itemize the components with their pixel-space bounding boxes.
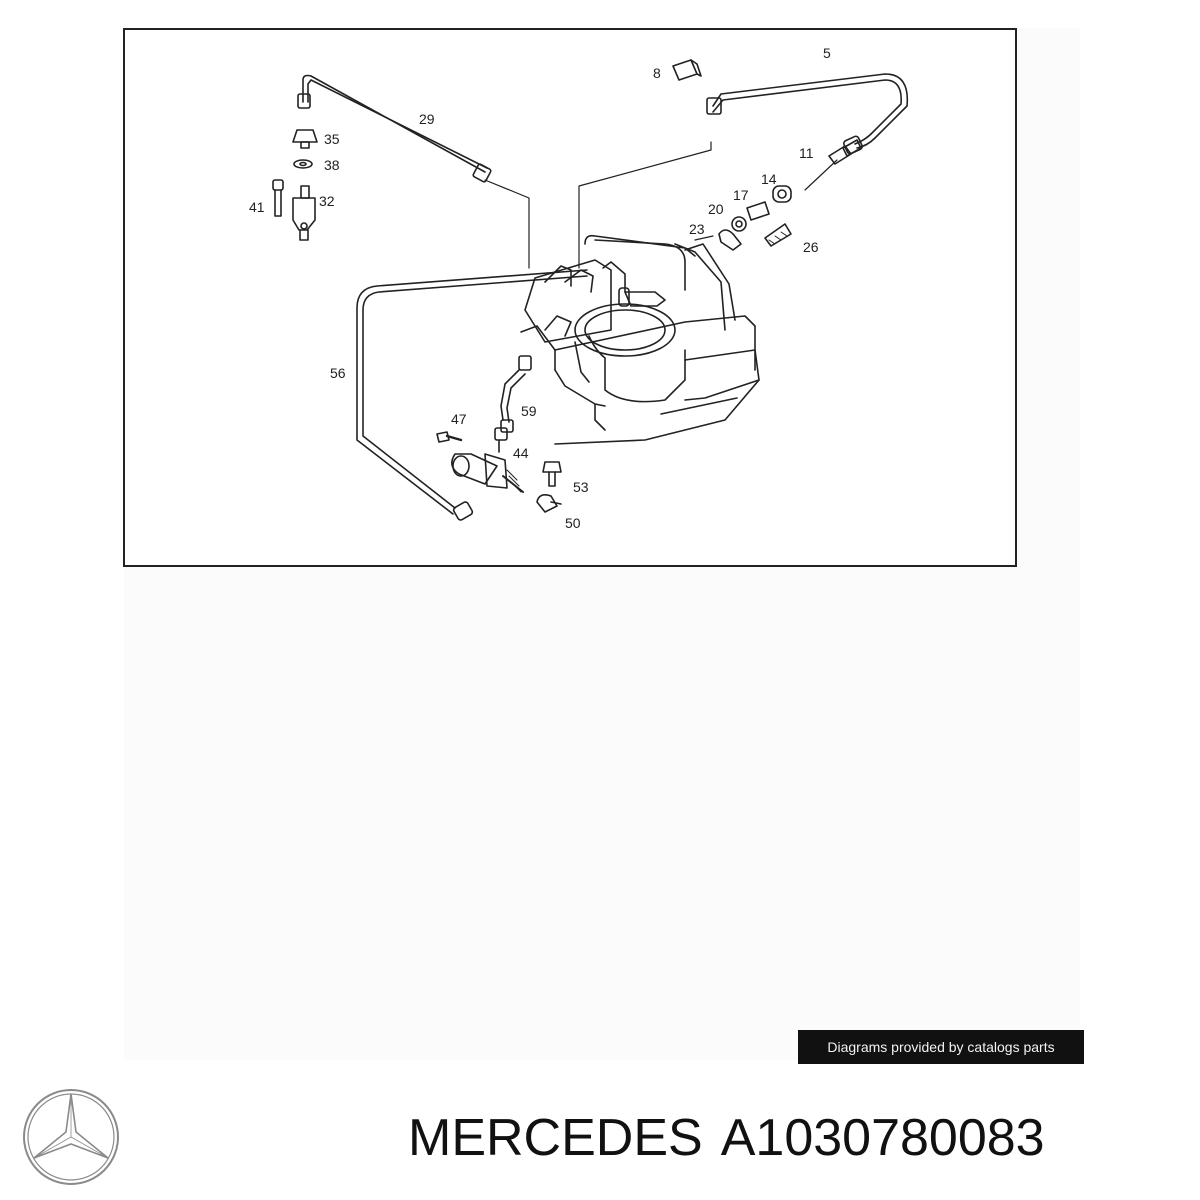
callout-20: 20 (708, 201, 724, 217)
callout-32: 32 (319, 193, 335, 209)
callout-23: 23 (689, 221, 705, 237)
callout-53: 53 (573, 479, 589, 495)
mercedes-star-icon (23, 1089, 119, 1185)
callout-44: 44 (513, 445, 529, 461)
callout-35: 35 (324, 131, 340, 147)
callout-5: 5 (823, 45, 831, 61)
callout-41: 41 (249, 199, 265, 215)
callout-56: 56 (330, 365, 346, 381)
callout-38: 38 (324, 157, 340, 173)
callout-14: 14 (761, 171, 777, 187)
callout-labels: 5 8 29 35 38 32 41 11 14 17 20 23 26 56 … (249, 45, 831, 531)
diagram-drawing: 5 8 29 35 38 32 41 11 14 17 20 23 26 56 … (249, 45, 909, 531)
diagram-credit-badge: Diagrams provided by catalogs parts (798, 1030, 1084, 1064)
brand-name: MERCEDES (408, 1109, 703, 1167)
parts-diagram: 5 8 29 35 38 32 41 11 14 17 20 23 26 56 … (123, 28, 1017, 567)
part-title: MERCEDES A1030780083 (408, 1108, 1063, 1168)
part-number: A1030780083 (720, 1109, 1045, 1167)
callout-17: 17 (733, 187, 749, 203)
callout-11: 11 (799, 145, 814, 161)
callout-29: 29 (419, 111, 435, 127)
callout-26: 26 (803, 239, 819, 255)
callout-8: 8 (653, 65, 661, 81)
callout-47: 47 (451, 411, 467, 427)
callout-59: 59 (521, 403, 537, 419)
callout-50: 50 (565, 515, 581, 531)
